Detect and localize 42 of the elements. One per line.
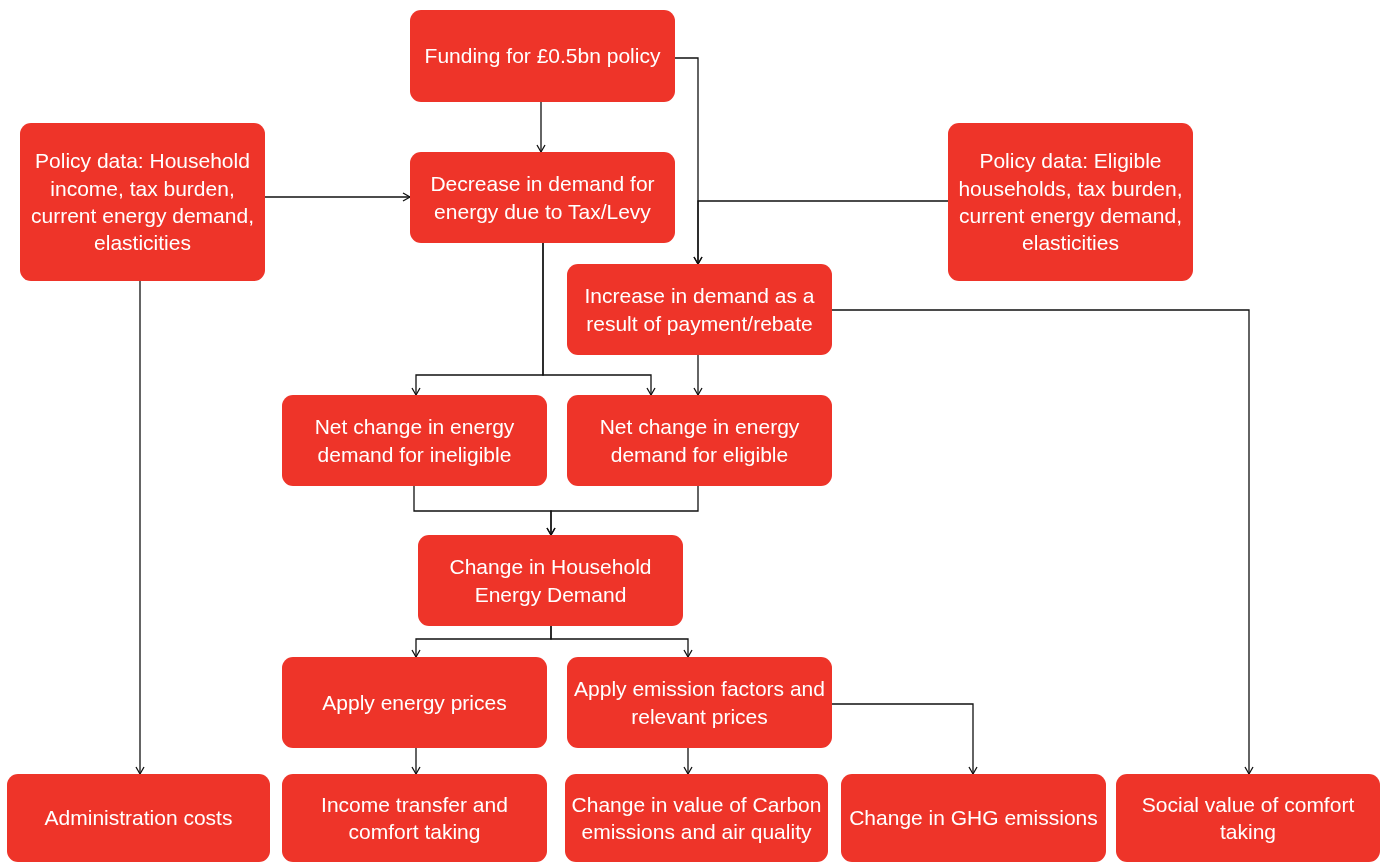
arrow xyxy=(135,280,145,775)
process-box xyxy=(1116,774,1380,862)
box-label: Policy data: Eligible households, tax burden, current energy demand, elasticities xyxy=(957,148,1184,257)
box-label: Administration costs xyxy=(44,805,233,832)
box-label: Social value of comfort taking xyxy=(1140,791,1356,845)
arrow xyxy=(411,747,421,775)
box-label: Decrease in demand for energy due to Tax/Levy xyxy=(429,171,656,225)
process-box xyxy=(565,774,828,862)
box-label: Apply emission factors and relevant prices xyxy=(573,676,826,730)
box-label: Net change in energy demand for eligible xyxy=(598,414,801,468)
box-label: Apply energy prices xyxy=(322,689,507,716)
arrow xyxy=(546,485,699,536)
box-label: Funding for £0.5bn policy xyxy=(424,43,661,70)
arrow xyxy=(831,309,1254,775)
box-label: Policy data: Household income, tax burden, current energy demand, elasticities xyxy=(30,148,255,257)
process-box xyxy=(282,657,547,748)
arrow xyxy=(536,101,546,153)
process-box xyxy=(282,774,547,862)
arrow xyxy=(693,200,949,265)
box-label: Change in GHG emissions xyxy=(849,805,1098,832)
process-box xyxy=(948,123,1193,281)
process-box xyxy=(410,152,675,243)
process-box xyxy=(567,264,832,355)
box-label: Change in value of Carbon emissions and air quality xyxy=(571,791,822,845)
arrow xyxy=(542,242,656,396)
box-label: Change in Household Energy Demand xyxy=(448,554,653,608)
process-box xyxy=(20,123,265,281)
process-box xyxy=(841,774,1106,862)
arrow xyxy=(550,625,693,658)
process-box xyxy=(410,10,675,102)
box-label: Income transfer and comfort taking xyxy=(320,791,509,845)
arrow xyxy=(264,192,411,202)
process-box xyxy=(567,657,832,748)
process-box xyxy=(282,395,547,486)
arrow xyxy=(693,354,703,396)
arrow xyxy=(683,747,693,775)
process-box xyxy=(567,395,832,486)
arrow xyxy=(831,703,978,775)
box-label: Increase in demand as a result of payment/rebate xyxy=(583,283,816,337)
process-box xyxy=(7,774,270,862)
process-box xyxy=(418,535,683,626)
box-label: Net change in energy demand for ineligible xyxy=(313,414,516,468)
